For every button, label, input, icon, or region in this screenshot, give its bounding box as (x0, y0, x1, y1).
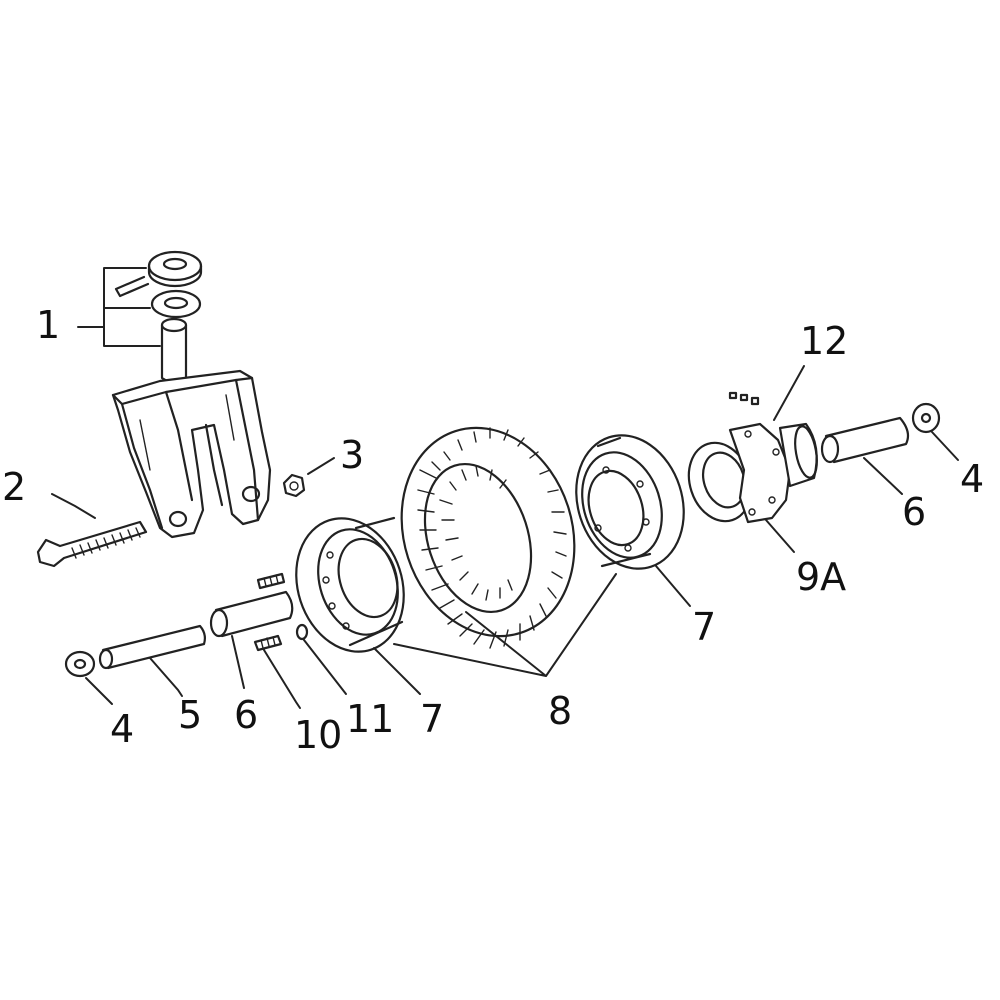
label-4-left: 4 (110, 707, 134, 751)
label-12: 12 (800, 319, 848, 363)
part-4-washer-left (64, 650, 113, 705)
label-1: 1 (36, 303, 60, 347)
part-10-bearing-left (253, 572, 301, 709)
leader-1 (77, 267, 161, 347)
label-9a: 9A (796, 555, 846, 599)
caster-fork (111, 369, 272, 539)
part-7-hub-half-right (575, 434, 691, 607)
label-6-right: 6 (902, 490, 926, 534)
part-5-axle (98, 624, 206, 697)
part-3-nut (282, 457, 335, 498)
tire-tread (417, 427, 567, 649)
label-11: 11 (346, 697, 394, 741)
label-10: 10 (294, 713, 342, 757)
part-8-tire (393, 426, 617, 677)
part-9a-hub (687, 422, 818, 553)
label-7-left: 7 (420, 697, 444, 741)
label-8: 8 (548, 689, 572, 733)
part-7-hub-half-left (295, 516, 421, 695)
label-3: 3 (340, 433, 364, 477)
part-4-washer-right (911, 402, 959, 461)
label-6-left: 6 (234, 693, 258, 737)
part-6-spacer-left (209, 590, 294, 689)
part-12-set-screws (728, 365, 805, 421)
label-7-right: 7 (692, 605, 716, 649)
label-4-right: 4 (960, 457, 984, 501)
part-6-spacer-right (820, 416, 910, 495)
part-1-king-pin-assembly (114, 250, 203, 384)
label-5: 5 (178, 693, 202, 737)
part-11-seal (295, 623, 347, 695)
label-2: 2 (2, 465, 26, 509)
part-2-bolt (36, 493, 148, 568)
part-labels: 1 2 3 4 4 5 6 6 7 7 8 9A 10 11 12 (2, 303, 984, 757)
